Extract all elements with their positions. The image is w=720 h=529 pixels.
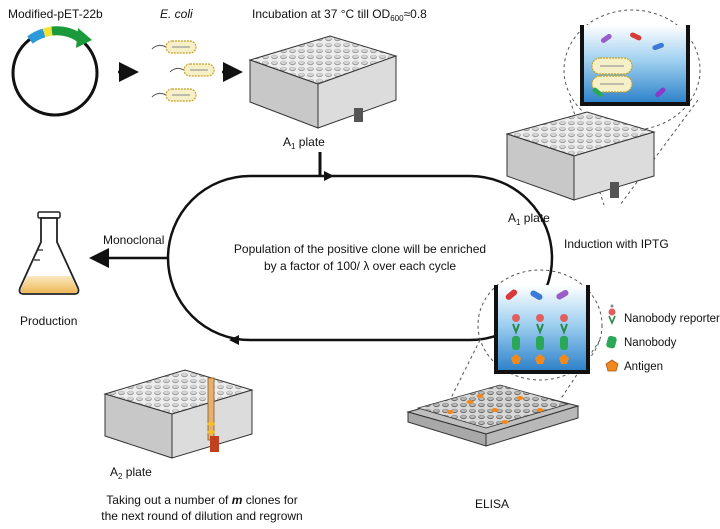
cycle-text-line1: Population of the positive clone will be… bbox=[234, 242, 486, 256]
production-label: Production bbox=[20, 314, 77, 328]
plate-a1-label-right: A1 plate bbox=[508, 211, 550, 227]
extracted-well bbox=[210, 436, 219, 452]
plasmid-arrow-head bbox=[76, 28, 92, 48]
monoclonal-label: Monoclonal bbox=[103, 233, 164, 247]
bacterium bbox=[169, 63, 215, 77]
elisa-label: ELISA bbox=[475, 497, 509, 511]
legend-antigen-label: Antigen bbox=[624, 361, 663, 373]
cycle-path bbox=[166, 174, 554, 342]
induction-zoom bbox=[563, 9, 701, 206]
cycle-arrow-bottom bbox=[229, 335, 239, 345]
plasmid-group: Modified-pET-22b bbox=[8, 7, 103, 117]
plasmid-green-segment bbox=[51, 26, 83, 42]
plasmid-yellow-segment bbox=[42, 26, 53, 38]
antigen-icon bbox=[605, 359, 619, 372]
elisa-plate bbox=[406, 384, 580, 447]
erlenmeyer-flask-icon bbox=[18, 211, 80, 295]
legend-reporter-label: Nanobody reporter bbox=[624, 313, 720, 325]
incubation-label: Incubation at 37 °C till OD600≈0.8 bbox=[252, 7, 427, 23]
plasmid-label: Modified-pET-22b bbox=[8, 7, 103, 21]
taking-label-line1: Taking out a number of m clones for bbox=[106, 493, 297, 507]
extracted-well bbox=[610, 182, 619, 198]
bacterium bbox=[151, 88, 197, 102]
nanobody-icon bbox=[606, 335, 617, 349]
induction-label: Induction with IPTG bbox=[564, 237, 669, 251]
nanobody-reporter-icon bbox=[608, 304, 616, 326]
cycle-text-line2: by a factor of 100/ λ over each cycle bbox=[264, 259, 456, 273]
plate-a1-right bbox=[505, 111, 656, 201]
bacterium bbox=[151, 40, 197, 54]
cycle-arrow-top bbox=[324, 171, 334, 181]
extracted-well bbox=[354, 108, 363, 122]
plasmid-blue-segment bbox=[27, 28, 46, 44]
legend: Nanobody reporter Nanobody Antigen bbox=[605, 304, 720, 373]
ecoli-label: E. coli bbox=[160, 7, 193, 21]
plate-a2 bbox=[103, 369, 254, 459]
plate-a1-label-top: A1 plate bbox=[283, 135, 325, 151]
ecoli-group: E. coli bbox=[151, 7, 215, 102]
plate-a2-label: A2 plate bbox=[110, 465, 152, 481]
legend-nanobody-label: Nanobody bbox=[624, 337, 677, 349]
taking-label-line2: the next round of dilution and regrown bbox=[101, 509, 302, 523]
plate-a1-top bbox=[248, 35, 398, 129]
elisa-zoom bbox=[449, 269, 603, 401]
flask-liquid bbox=[20, 276, 78, 293]
